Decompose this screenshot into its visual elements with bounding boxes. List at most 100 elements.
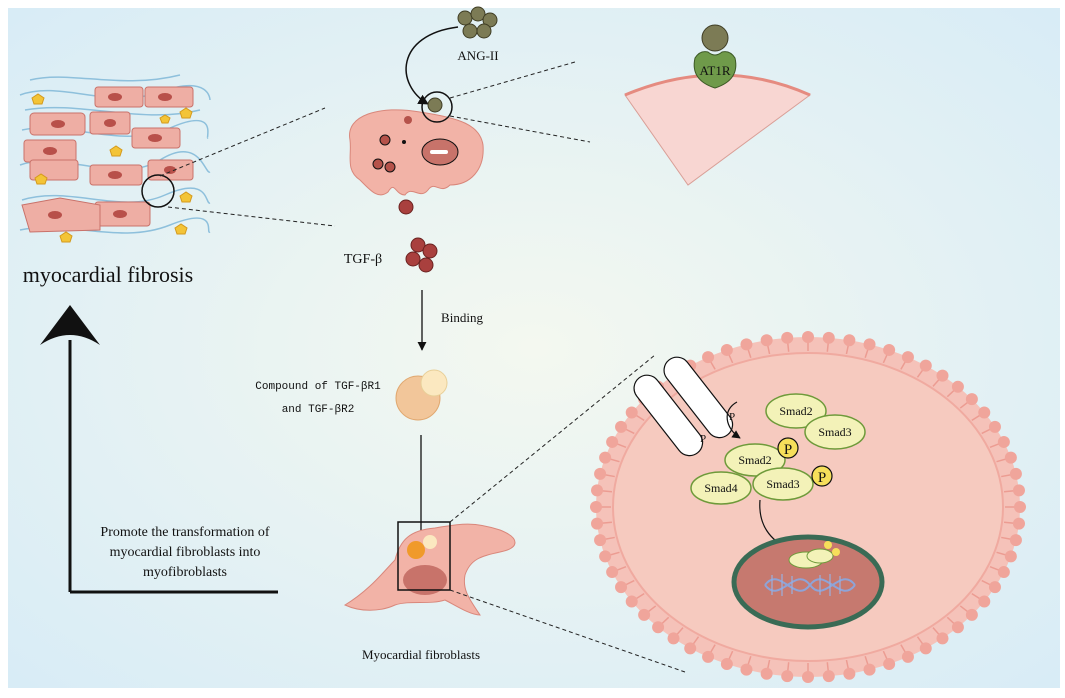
smad-complex-group: Smad2 Smad4 Smad3 P P: [690, 437, 833, 505]
lipid-head: [594, 534, 607, 547]
zoom-line-tissue-bottom: [167, 206, 336, 227]
lipid-head: [822, 670, 835, 683]
smad2-complex-label: Smad2: [738, 453, 771, 467]
lipid-head: [901, 351, 914, 364]
lipid-head: [720, 343, 733, 356]
at1r-receptor-inset: AT1R: [624, 24, 811, 186]
lipid-head: [740, 663, 753, 676]
lipid-head: [997, 435, 1010, 448]
lipid-head: [684, 642, 697, 655]
promote-text-line2: myocardial fibroblasts into: [110, 545, 261, 560]
receptor-p-label-2: P: [729, 411, 735, 423]
smad3-complex-label: Smad3: [766, 477, 799, 491]
angii-molecule-cluster: [457, 6, 498, 39]
lipid-head: [590, 501, 602, 513]
lipid-head: [1004, 451, 1017, 464]
lipid-head: [1004, 550, 1017, 563]
lipid-head: [1012, 484, 1025, 497]
lipid-head: [667, 632, 680, 645]
phosphorylation-arrow: [726, 401, 741, 439]
lipid-head: [1014, 501, 1026, 513]
zoom-line-tissue-top: [159, 107, 326, 177]
smad2-free-label: Smad2: [779, 404, 812, 418]
lipid-head: [919, 359, 932, 372]
lipid-head: [702, 650, 715, 663]
lipid-head: [997, 566, 1010, 579]
lipid-head: [863, 338, 876, 351]
zoom-circle-tissue: [141, 174, 175, 208]
at1r-label: AT1R: [699, 63, 730, 78]
lipid-head: [951, 380, 964, 393]
lipid-head: [1009, 467, 1022, 480]
lipid-head: [965, 393, 978, 406]
myocardial-fibroblast-cell: [343, 521, 516, 616]
zoom-circle-receptor: [421, 91, 453, 123]
lipid-head: [988, 581, 1001, 594]
smad3-free-label: Smad3: [818, 425, 851, 439]
lipid-head: [760, 667, 773, 680]
lipid-head: [606, 566, 619, 579]
compound-label-line1: Compound of TGF-βR1: [255, 381, 381, 393]
angii-label: ANG-II: [457, 48, 498, 63]
myocardial-tissue-illustration: [19, 74, 211, 243]
lipid-head: [1009, 534, 1022, 547]
lipid-head: [978, 406, 991, 419]
zoom-line-cell-top: [449, 354, 656, 523]
lipid-head: [901, 650, 914, 663]
nucleus: [731, 534, 885, 630]
lipid-head: [606, 435, 619, 448]
lipid-head: [883, 658, 896, 671]
lipid-head: [951, 621, 964, 634]
lipid-head: [615, 581, 628, 594]
phospho-label-1: P: [784, 442, 792, 458]
lipid-head: [843, 667, 856, 680]
lipid-head: [781, 670, 794, 683]
zoom-line-receptor-bottom: [449, 115, 591, 143]
lipid-head: [652, 621, 665, 634]
lipid-head: [936, 632, 949, 645]
lipid-head: [863, 663, 876, 676]
lipid-head: [625, 595, 638, 608]
tgfb-receptor-pair: P P: [633, 356, 735, 457]
lipid-head: [702, 351, 715, 364]
lipid-head: [615, 420, 628, 433]
lipid-head: [1012, 517, 1025, 530]
lipid-head: [978, 595, 991, 608]
lipid-head: [599, 550, 612, 563]
tgfb-molecule-cluster: [405, 237, 438, 273]
myocardial-fibroblasts-label: Myocardial fibroblasts: [362, 647, 480, 662]
lipid-head: [781, 331, 794, 344]
lipid-head: [988, 420, 1001, 433]
lipid-head: [591, 484, 604, 497]
promote-text-line3: myofibroblasts: [143, 565, 227, 580]
compound-label-line2: and TGF-βR2: [282, 404, 355, 416]
lipid-head: [965, 608, 978, 621]
promote-text-line1: Promote the transformation of: [100, 525, 269, 540]
smad-signaling-cell: P P Smad2 Smad3 Smad2 Smad4 Smad3 P P: [590, 331, 1026, 683]
lipid-head: [802, 671, 814, 683]
lipid-head: [638, 608, 651, 621]
lipid-head: [594, 467, 607, 480]
lipid-head: [802, 331, 814, 343]
lipid-head: [936, 369, 949, 382]
phospho-label-2: P: [818, 470, 826, 486]
lipid-head: [919, 642, 932, 655]
lipid-head: [883, 343, 896, 356]
lipid-head: [599, 451, 612, 464]
angii-arrow: [405, 26, 459, 105]
binding-label: Binding: [441, 310, 483, 325]
zoom-line-receptor-top: [449, 61, 576, 99]
feedback-arrow-head: [40, 305, 100, 345]
lipid-head: [822, 331, 835, 344]
smad-free-group: Smad2 Smad3: [765, 393, 866, 450]
lipid-head: [720, 658, 733, 671]
lipid-head: [760, 334, 773, 347]
cardiomyocyte-cell: [349, 91, 484, 215]
receptor-p-label-1: P: [700, 433, 706, 445]
lipid-head: [843, 334, 856, 347]
lipid-head: [740, 338, 753, 351]
smad4-complex-label: Smad4: [704, 481, 737, 495]
myocardial-fibrosis-label: myocardial fibrosis: [23, 262, 193, 287]
